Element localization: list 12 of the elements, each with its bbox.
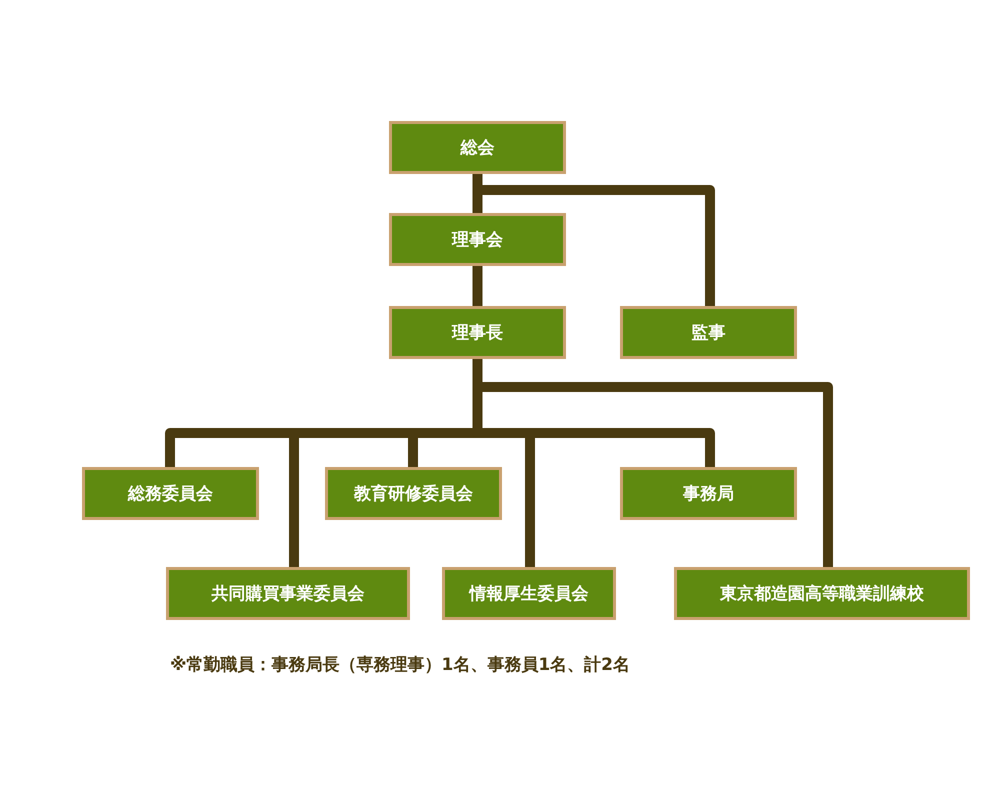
org-box: 理事会 <box>389 213 566 266</box>
org-box: 事務局 <box>620 467 797 520</box>
org-box: 共同購買事業委員会 <box>166 567 410 620</box>
org-box: 理事長 <box>389 306 566 359</box>
org-box: 教育研修委員会 <box>325 467 502 520</box>
org-box: 監事 <box>620 306 797 359</box>
connector-line <box>472 266 482 306</box>
org-box: 情報厚生委員会 <box>442 567 616 620</box>
note-text: ※常勤職員：事務局長（専務理事）1名、事務員1名、計2名 <box>170 654 630 676</box>
org-box: 総務委員会 <box>82 467 259 520</box>
org-box: 総会 <box>389 121 566 174</box>
org-box: 東京都造園高等職業訓練校 <box>674 567 970 620</box>
